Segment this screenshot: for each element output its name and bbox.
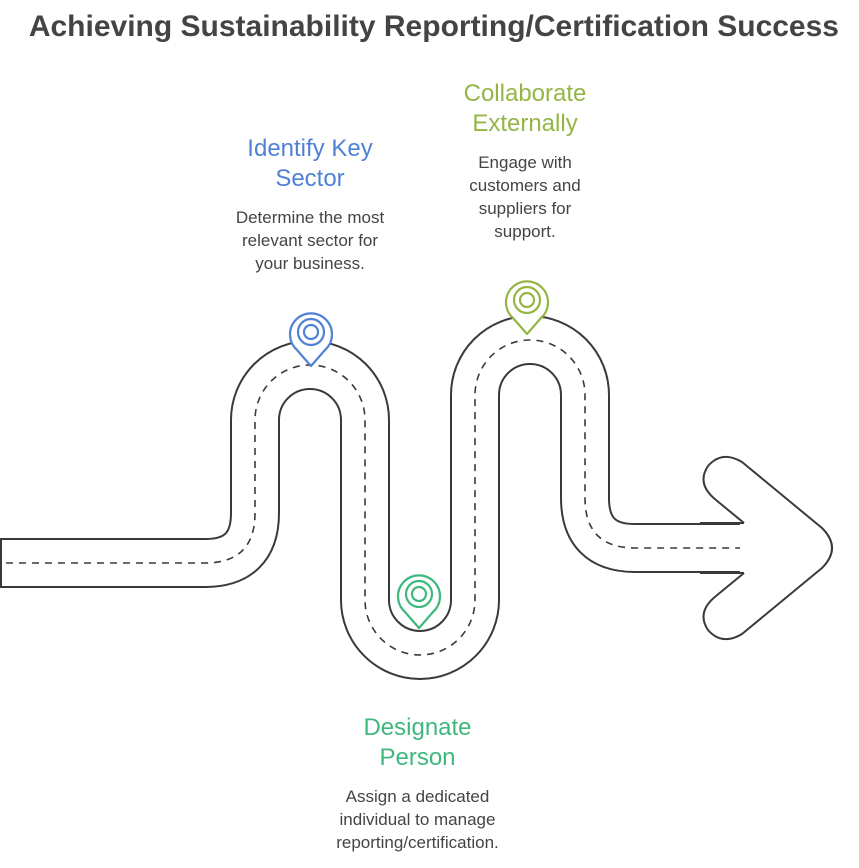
step-description: Determine the most relevant sector for y…: [205, 206, 415, 275]
step-title-line: Person: [379, 744, 456, 771]
step-description-line: Engage with: [478, 153, 572, 172]
step-designate-person: Designate Person Assign a dedicated indi…: [300, 713, 535, 854]
step-description-line: support.: [494, 222, 556, 241]
step-collaborate-externally: Collaborate Externally Engage with custo…: [420, 79, 630, 243]
step-title: Identify Key Sector: [205, 134, 415, 194]
step-title-line: Identify Key: [247, 135, 373, 162]
location-pin-icon: [504, 280, 550, 336]
step-identify-key-sector: Identify Key Sector Determine the most r…: [205, 134, 415, 275]
step-title-line: Collaborate: [463, 80, 587, 107]
step-description-line: reporting/certification.: [336, 833, 499, 852]
step-description: Engage with customers and suppliers for …: [420, 151, 630, 243]
page-title: Achieving Sustainability Reporting/Certi…: [28, 10, 839, 43]
step-description-line: your business.: [255, 254, 365, 273]
step-description-line: relevant sector for: [241, 231, 379, 250]
step-title-line: Externally: [472, 110, 578, 137]
step-description-line: customers and: [469, 176, 581, 195]
step-description-line: Assign a dedicated: [345, 787, 490, 806]
step-description-line: Determine the most: [235, 208, 385, 227]
step-description: Assign a dedicated individual to manage …: [300, 785, 535, 854]
step-title-line: Designate: [363, 714, 472, 741]
arrow-head-shape: [702, 455, 833, 641]
step-title: Designate Person: [300, 713, 535, 773]
location-pin-icon: [396, 574, 442, 630]
location-pin-icon: [288, 312, 334, 368]
step-description-line: suppliers for: [478, 199, 572, 218]
step-title-line: Sector: [275, 165, 345, 192]
step-description-line: individual to manage: [339, 810, 496, 829]
step-title: Collaborate Externally: [420, 79, 630, 139]
